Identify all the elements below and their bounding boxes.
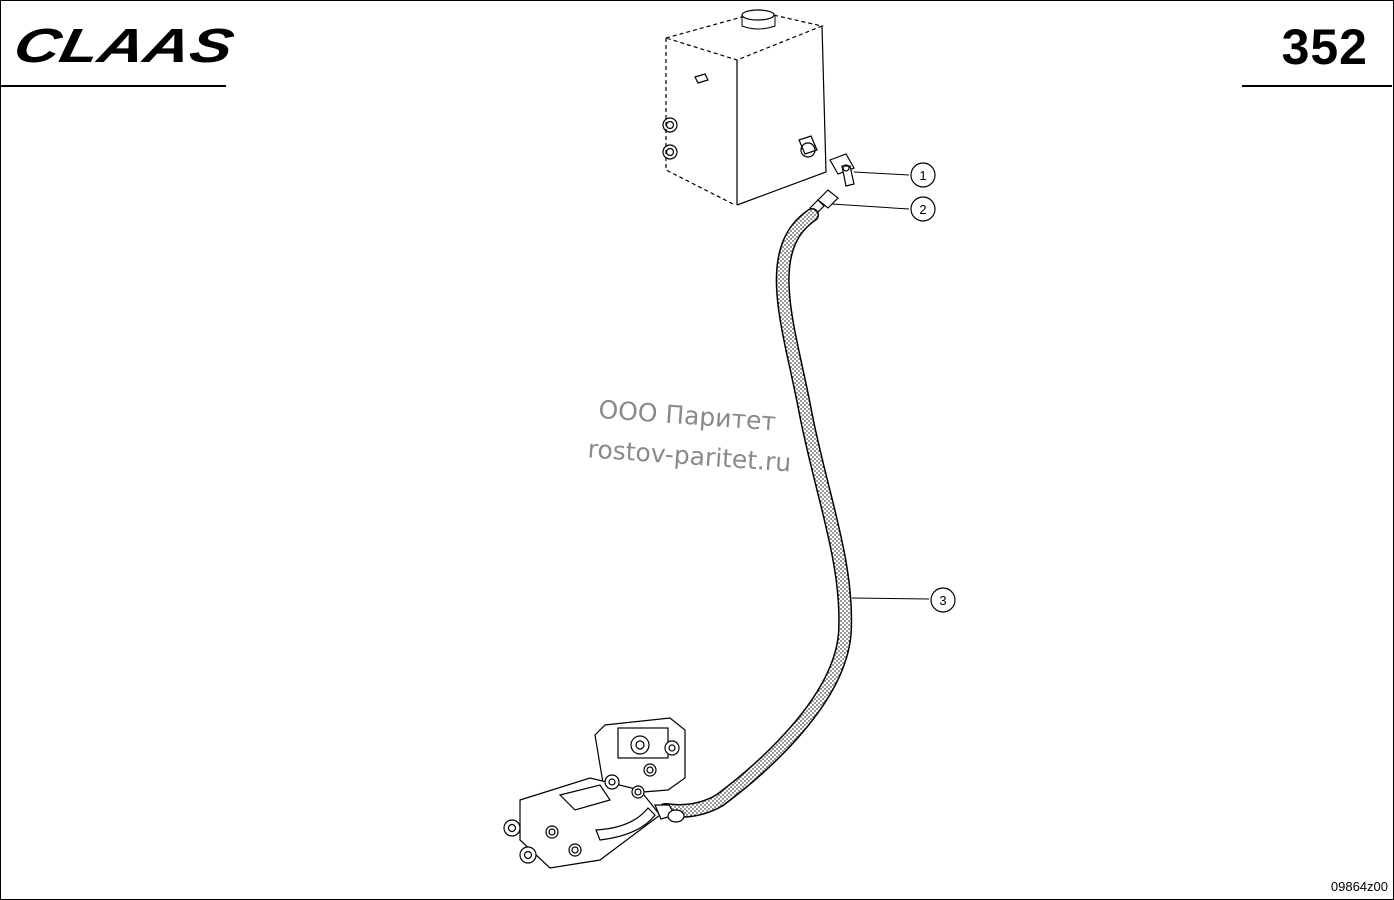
control-valve-block	[503, 717, 686, 869]
callout-3-label: 3	[939, 593, 946, 608]
hydraulic-hose	[658, 208, 853, 818]
claas-logo: CLAAS	[12, 22, 237, 68]
callout-1: 1	[853, 162, 936, 188]
callout-3: 3	[851, 587, 956, 613]
header-rule-right	[1242, 85, 1392, 87]
drawing-code: 09864z00	[1330, 879, 1388, 894]
callout-1-label: 1	[919, 168, 926, 183]
elbow-fitting	[829, 153, 855, 187]
watermark: ООО Паритет rostov-paritet.ru	[587, 390, 795, 483]
hydraulic-tank	[662, 9, 827, 206]
callout-2: 2	[831, 196, 936, 222]
page-number: 352	[1281, 19, 1368, 75]
svg-text:CLAAS: CLAAS	[12, 22, 237, 68]
header-rule-left	[0, 85, 226, 87]
callout-2-label: 2	[919, 202, 926, 217]
